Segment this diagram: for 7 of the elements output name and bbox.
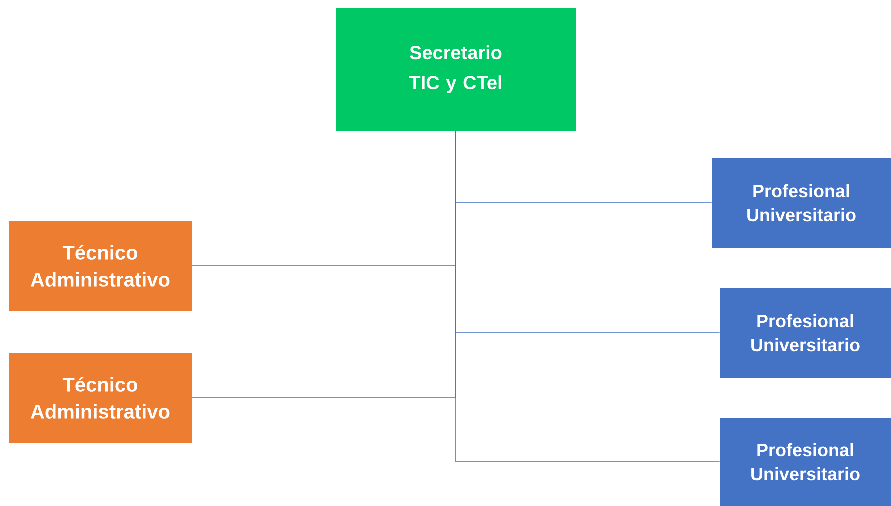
role-box: Técnico Administrativo (9, 353, 192, 443)
title-box: Secretario TIC y CTel (336, 8, 576, 131)
role-box: Profesional Universitario (720, 288, 891, 378)
role-box: Profesional Universitario (712, 158, 891, 248)
connector-line (456, 130, 720, 462)
role-box: Profesional Universitario (720, 418, 891, 506)
role-box: Técnico Administrativo (9, 221, 192, 311)
